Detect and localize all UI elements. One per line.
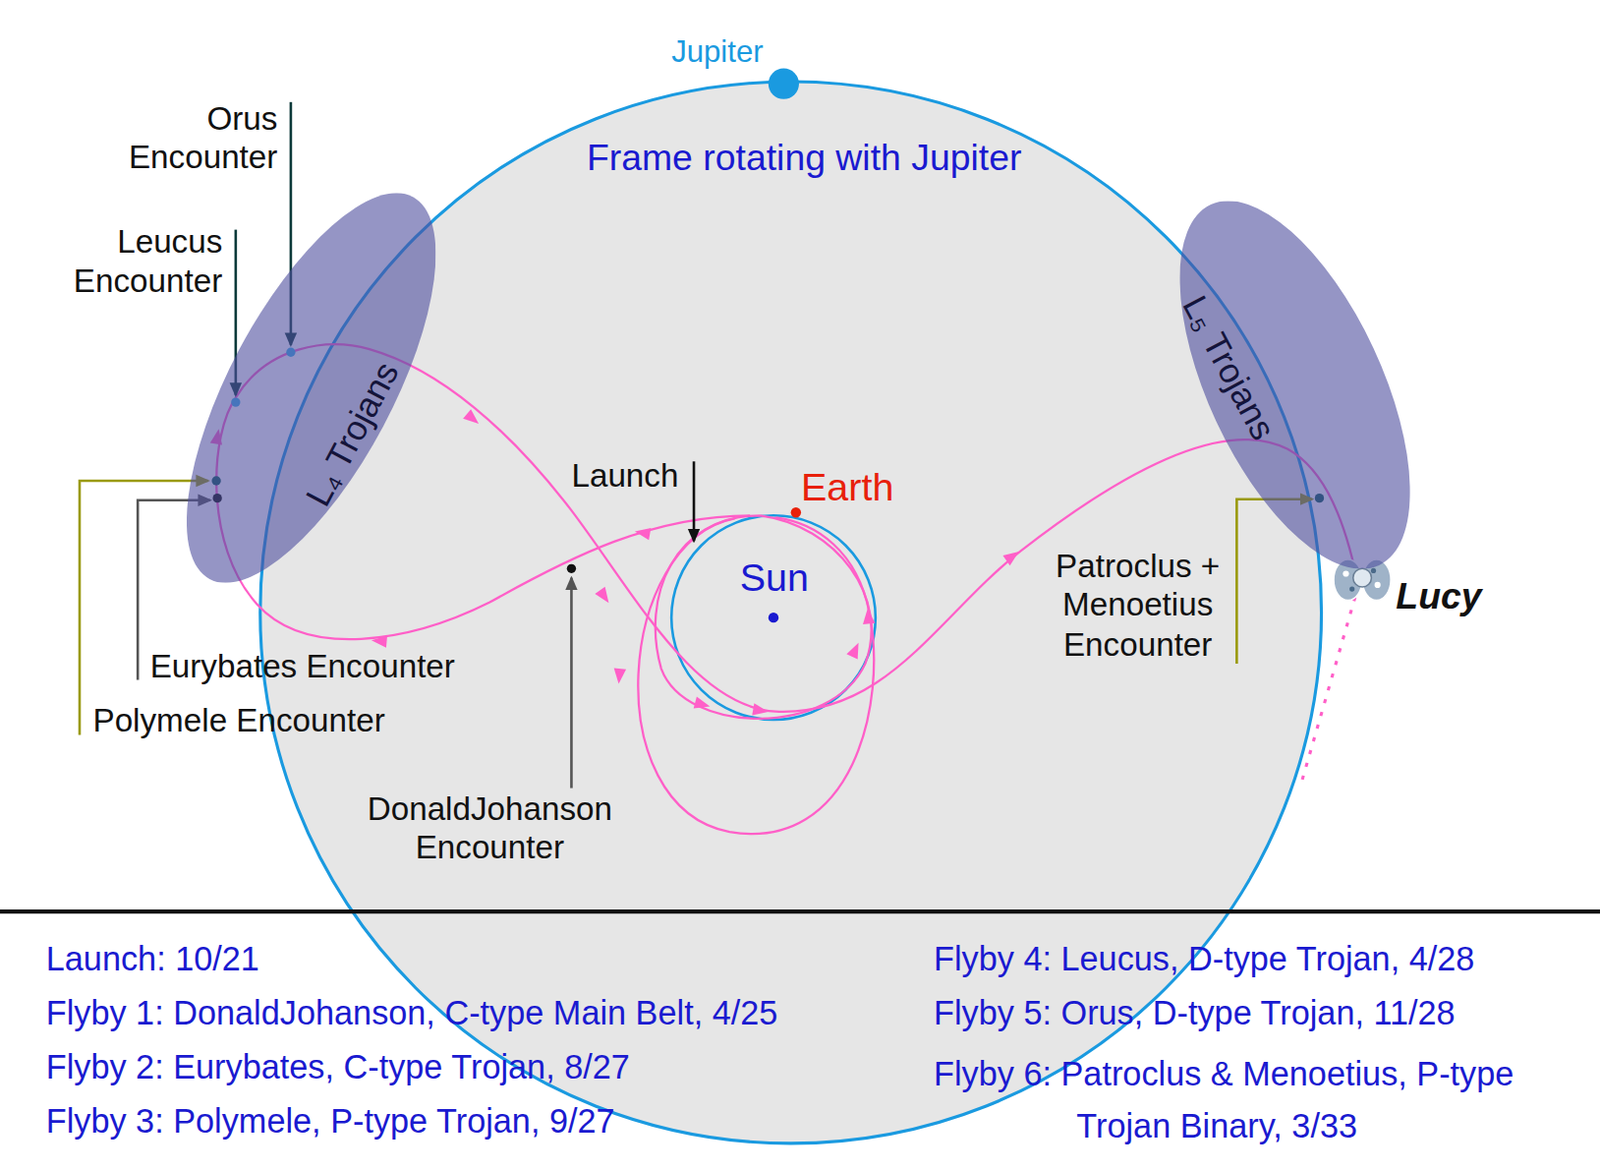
drawing-part xyxy=(846,639,864,659)
drawing-part xyxy=(612,668,627,686)
drawing-part xyxy=(1371,568,1376,573)
jupiter-planet xyxy=(768,68,800,100)
schedule-line: Flyby 2: Eurybates, C-type Trojan, 8/27 xyxy=(46,1046,630,1087)
encounter-label: Eurybates Encounter xyxy=(150,646,456,686)
drawing-part xyxy=(1353,568,1372,587)
drawing-part xyxy=(633,524,652,540)
trojan-cloud: L₅ Trojans xyxy=(1179,201,1411,570)
encounter-dots xyxy=(211,347,1324,573)
sun-dot xyxy=(768,612,779,623)
drawing-part xyxy=(1374,581,1381,588)
planet-name: Earth xyxy=(800,463,894,511)
drawing-part xyxy=(637,516,874,834)
drawing-part xyxy=(655,514,872,718)
frame-note: Frame rotating with Jupiter xyxy=(586,135,1022,180)
schedule-line: Flyby 6: Patroclus & Menoetius, P-type T… xyxy=(933,1046,1587,1151)
drawing-part xyxy=(1349,585,1355,591)
drawing-part xyxy=(1301,596,1356,784)
drawing-part xyxy=(370,633,388,648)
encounter-label: DonaldJohanson Encounter xyxy=(367,789,613,868)
drawing-part xyxy=(693,696,712,713)
event-label: Launch xyxy=(571,456,679,496)
drawing-part xyxy=(594,586,614,607)
schedule-line: Flyby 4: Leucus, D-type Trojan, 4/28 xyxy=(933,938,1475,979)
drawing-part xyxy=(567,564,576,573)
spacecraft-name: Lucy xyxy=(1395,573,1482,619)
encounter-label: Orus Encounter xyxy=(128,99,278,178)
cloud-outline xyxy=(1179,201,1411,570)
drawing-part xyxy=(462,408,483,429)
drawing-part xyxy=(861,607,876,625)
planet-name: Jupiter xyxy=(671,33,763,70)
drawing-part xyxy=(570,577,573,789)
schedule-line: Launch: 10/21 xyxy=(46,938,260,979)
encounter-label: Polymele Encounter xyxy=(92,700,385,741)
drawing-part xyxy=(791,507,801,517)
schedule-line: Flyby 5: Orus, D-type Trojan, 11/28 xyxy=(933,992,1456,1033)
divider-line xyxy=(0,909,1600,914)
leader-lines xyxy=(79,102,1313,789)
drawing-part xyxy=(1002,546,1023,566)
encounter-label: Patroclus + Menoetius Encounter xyxy=(1030,545,1246,664)
drawing-part xyxy=(692,460,696,541)
drawing-part xyxy=(1179,201,1411,570)
schedule-line: Flyby 3: Polymele, P-type Trojan, 9/27 xyxy=(46,1100,616,1142)
schedule-line: Flyby 1: DonaldJohanson, C-type Main Bel… xyxy=(46,992,779,1033)
star-name: Sun xyxy=(740,555,809,602)
drawing-part xyxy=(1342,570,1349,576)
trojan-cloud: L₄ Trojans xyxy=(186,192,436,583)
encounter-label: Leucus Encounter xyxy=(73,222,223,301)
cloud-outline xyxy=(186,192,436,583)
drawing-part xyxy=(186,192,436,583)
drawing-part xyxy=(751,702,770,718)
